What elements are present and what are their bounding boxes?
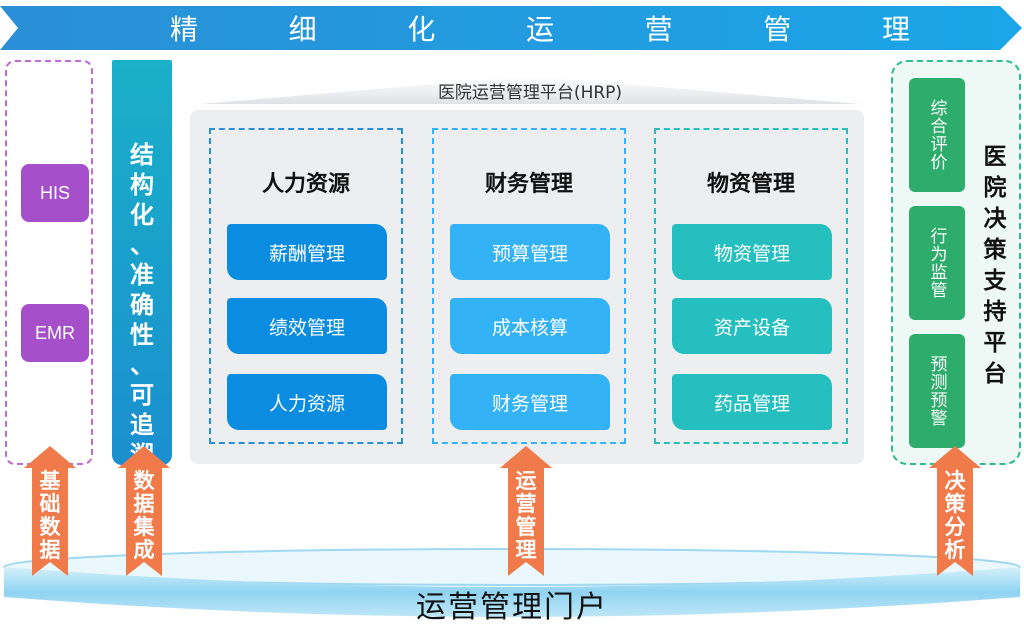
his-node: HIS (21, 164, 89, 222)
banner-char: 营 (644, 13, 673, 46)
arrow-char: 础 (39, 492, 61, 516)
hr-column: 人力资源 薪酬管理 绩效管理 人力资源 (209, 128, 403, 444)
module-budget: 预算管理 (450, 224, 610, 280)
arrow-data-integration: 数 据 集 成 (118, 446, 170, 576)
up-arrow-icon (929, 446, 981, 576)
up-arrow-icon (118, 446, 170, 576)
integration-char: 确 (130, 291, 154, 319)
arrow-char: 据 (39, 538, 61, 562)
arrow-basic-data: 基 础 数 据 (24, 446, 76, 576)
arrow-char: 集 (133, 515, 155, 539)
module-salary: 薪酬管理 (227, 224, 387, 280)
title-char: 院 (983, 175, 1007, 201)
node-label: 综合评价 (926, 99, 947, 171)
title-char: 决 (983, 206, 1007, 232)
banner-char: 化 (407, 13, 436, 46)
arrow-char: 成 (133, 538, 155, 562)
behavior-supervision-node: 行为监管 (909, 206, 965, 320)
title-char: 台 (983, 361, 1007, 387)
title-char: 持 (983, 299, 1007, 325)
banner-char: 理 (881, 13, 910, 46)
title-char: 策 (983, 237, 1007, 263)
integration-char: 构 (130, 171, 154, 199)
banner-char: 细 (288, 13, 317, 46)
column-title: 人力资源 (261, 172, 350, 197)
arrow-char: 决 (944, 469, 966, 493)
arrow-label: 决 策 分 析 (929, 470, 981, 562)
integration-char: 化 (130, 201, 154, 229)
arrow-decision-analysis: 决 策 分 析 (929, 446, 981, 576)
arrow-char: 析 (944, 538, 966, 562)
column-title: 物资管理 (706, 172, 795, 197)
integration-char: 性 (130, 321, 154, 349)
decision-support-panel: 综合评价 行为监管 预测预警 医 院 决 策 支 持 平 台 (891, 60, 1021, 465)
arrow-label: 运 营 管 理 (500, 470, 552, 562)
platform-label: 医院运营管理平台(HRP) (437, 83, 623, 103)
up-arrow-icon (24, 446, 76, 576)
arrow-char: 分 (944, 515, 966, 539)
arrow-char: 运 (515, 469, 537, 493)
integration-char: 、 (130, 231, 154, 259)
up-arrow-icon (500, 446, 552, 576)
module-cost-accounting: 成本核算 (450, 298, 610, 354)
arrow-label: 基 础 数 据 (24, 470, 76, 562)
materials-column: 物资管理 物资管理 资产设备 药品管理 (654, 128, 848, 444)
arrow-label: 数 据 集 成 (118, 470, 170, 562)
arrow-char: 营 (515, 492, 537, 516)
integration-char: 可 (130, 381, 154, 409)
module-materials: 物资管理 (672, 224, 832, 280)
arrow-operation-management: 运 营 管 理 (500, 446, 552, 576)
title-char: 支 (983, 268, 1007, 294)
platform-roof (200, 76, 860, 104)
comprehensive-evaluation-node: 综合评价 (909, 78, 965, 192)
title-char: 平 (983, 330, 1007, 356)
node-label: 预测预警 (926, 355, 947, 427)
integration-bar: 结 构 化 、 准 确 性 、 可 追 溯 (112, 60, 172, 469)
portal-title: 运营管理门户 (416, 590, 608, 625)
module-assets: 资产设备 (672, 298, 832, 354)
module-drugs: 药品管理 (672, 374, 832, 430)
banner-char: 精 (170, 13, 199, 46)
basic-systems-panel: HIS EMR (5, 60, 93, 465)
module-performance: 绩效管理 (227, 298, 387, 354)
arrow-char: 据 (133, 492, 155, 516)
module-hr: 人力资源 (227, 374, 387, 430)
forecast-warning-node: 预测预警 (909, 334, 965, 448)
integration-char: 、 (130, 351, 154, 379)
arrow-char: 数 (39, 515, 61, 539)
banner-title: 精 细 化 运 营 管 理 (130, 6, 950, 50)
integration-char: 追 (130, 411, 154, 439)
node-label: 行为监管 (926, 227, 947, 299)
integration-bar-text: 结 构 化 、 准 确 性 、 可 追 溯 (112, 140, 172, 470)
top-banner: 精 细 化 运 营 管 理 (0, 6, 1022, 50)
arrow-char: 理 (515, 538, 537, 562)
arrow-char: 数 (133, 469, 155, 493)
arrow-char: 管 (515, 515, 537, 539)
banner-char: 管 (763, 13, 792, 46)
finance-column: 财务管理 预算管理 成本核算 财务管理 (432, 128, 626, 444)
integration-char: 结 (130, 141, 154, 169)
banner-arrow-shape (0, 6, 1022, 50)
arrow-char: 基 (39, 469, 61, 493)
decision-support-title: 医 院 决 策 支 持 平 台 (977, 142, 1013, 390)
module-finance: 财务管理 (450, 374, 610, 430)
integration-char: 准 (130, 261, 154, 289)
title-char: 医 (983, 144, 1007, 170)
banner-char: 运 (525, 13, 554, 46)
column-title: 财务管理 (484, 172, 573, 197)
arrow-char: 策 (944, 492, 966, 516)
emr-node: EMR (21, 304, 89, 362)
